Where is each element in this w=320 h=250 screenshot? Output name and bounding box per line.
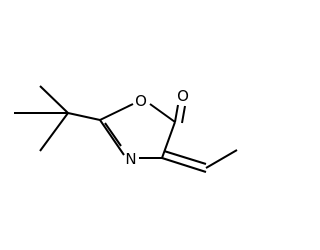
carbonyl-oxygen-label: O	[177, 87, 189, 105]
o1-c5-bond	[149, 103, 176, 123]
ring-oxygen-label: O	[135, 92, 147, 110]
c4-ethylidene-bond-a	[161, 157, 207, 173]
structure-canvas: O O N	[14, 85, 238, 173]
ethylidene-methyl-bond	[205, 149, 238, 169]
n3-c2-bond-outer	[99, 119, 125, 156]
n3-c2-bond-inner	[104, 122, 122, 147]
c4-ethylidene-bond-b	[163, 150, 207, 165]
c2-o1-bond	[99, 103, 134, 121]
tbutyl-methyl-lower-bond	[39, 112, 69, 152]
tbutyl-to-c2-bond	[67, 112, 101, 121]
molecule-diagram: O O N	[14, 85, 238, 173]
c5-carbonyl-bond-b	[181, 105, 186, 124]
ring-nitrogen-label: N	[125, 150, 136, 168]
tbutyl-methyl-upper-bond	[39, 85, 69, 114]
c5-carbonyl-bond-a	[174, 104, 179, 123]
